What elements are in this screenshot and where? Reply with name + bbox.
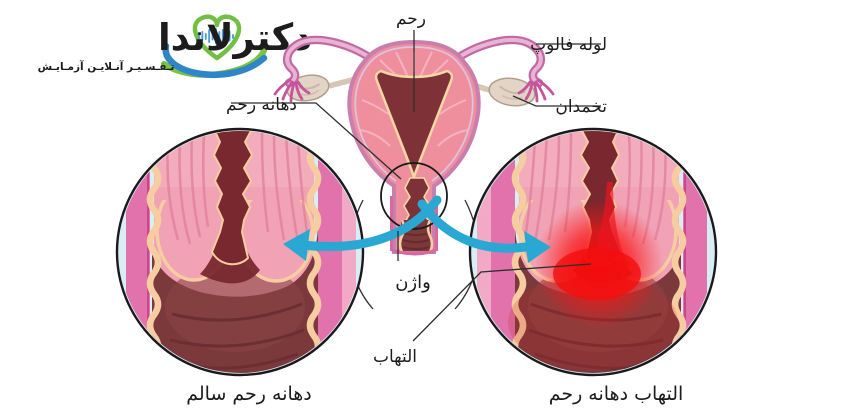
logo[interactable]: دکترلاندا تـفـسـیـر آنـلایـن آزمـایـش (38, 14, 313, 79)
caption-healthy-cervix: دهانه رحم سالم (186, 383, 312, 405)
logo-heart-icon (192, 14, 242, 61)
ovary-label-line (512, 95, 601, 107)
ovary-right (488, 77, 536, 107)
logo-tagline-text: تـفـسـیـر آنـلایـن آزمـایـش (38, 60, 175, 73)
fallopian-tube-left (273, 35, 381, 103)
logo-waveform-icon (198, 28, 234, 44)
label-inflammation: التهاب (373, 347, 417, 367)
inflammation-highlight (508, 182, 678, 370)
cervix-annotation-circle (380, 162, 448, 230)
cervix-label-line (231, 102, 402, 180)
label-fallopian-tube: لوله فالوپ (530, 35, 607, 55)
label-vagina: واژن (395, 272, 431, 293)
inflammation-label-line (412, 263, 592, 342)
label-ovary: تخمدان (555, 97, 607, 117)
arrow-right-icon (417, 199, 551, 263)
logo-swoosh-icon (161, 39, 268, 79)
label-cervix: دهانه رحم (226, 95, 297, 115)
inflamed-cervix-view (470, 126, 716, 379)
uterus-illustration (273, 35, 555, 310)
healthy-cervix-view (117, 126, 363, 379)
caption-inflamed-cervix: التهاب دهانه رحم (549, 383, 684, 405)
label-uterus: رحم (396, 9, 426, 29)
fallopian-tube-right (447, 35, 555, 103)
